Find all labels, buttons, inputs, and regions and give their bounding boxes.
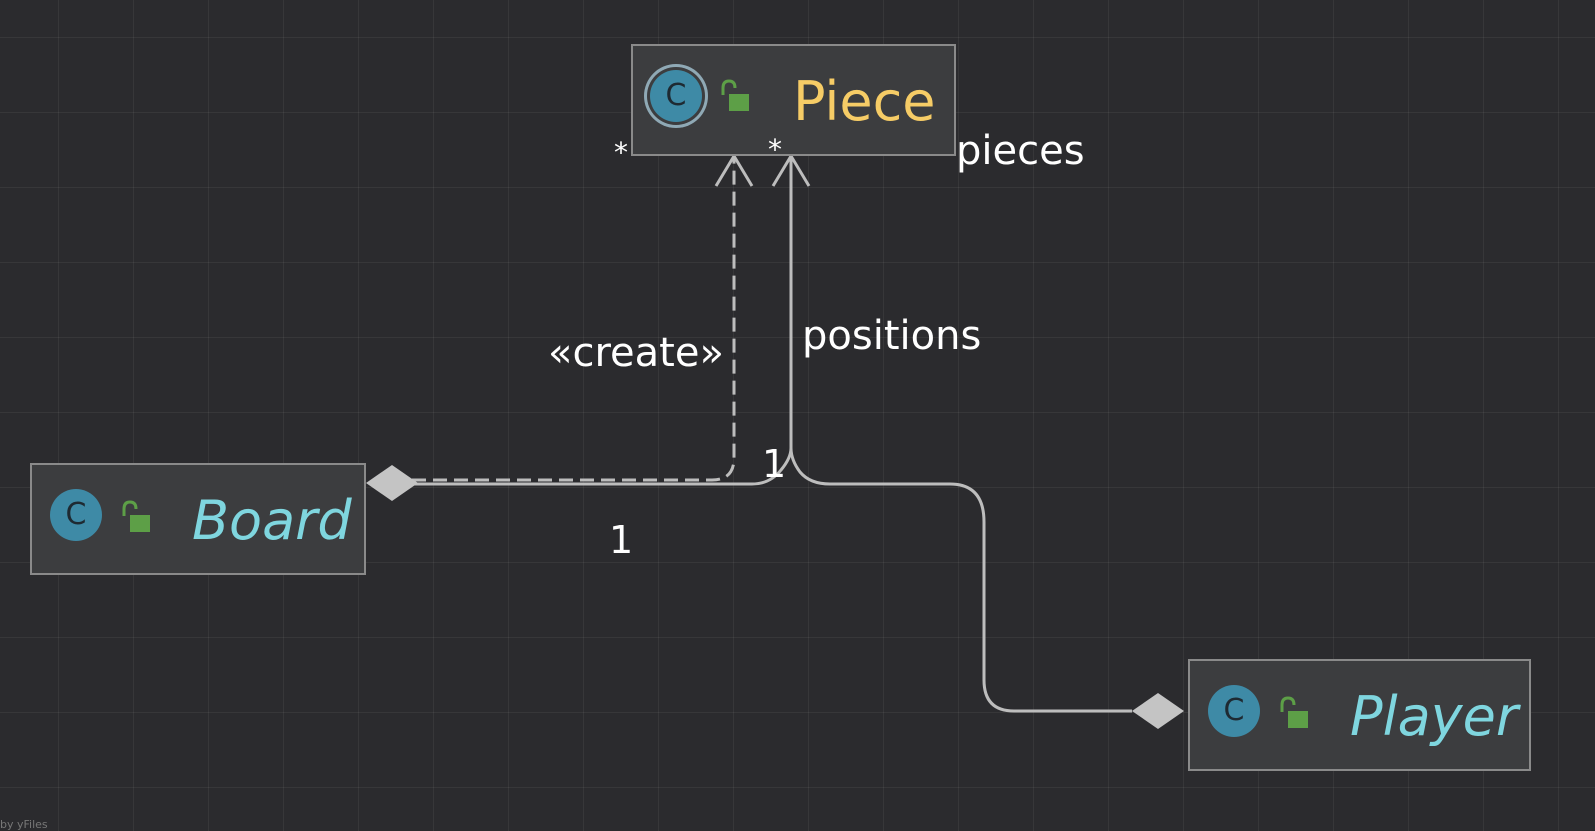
positions-open-arrowhead: [771, 153, 811, 187]
create-dependency-edge[interactable]: [412, 158, 736, 482]
create-open-arrowhead: [714, 153, 754, 187]
create-stereotype-label: «create»: [548, 330, 724, 376]
pieces-source-multiplicity: 1: [609, 518, 634, 562]
pieces-role-label: pieces: [956, 128, 1085, 174]
class-icon: C: [650, 70, 702, 122]
player-class-node[interactable]: C Player: [1188, 659, 1531, 771]
board-class-node[interactable]: C Board: [30, 463, 366, 575]
player-composition-diamond: [1132, 693, 1184, 729]
class-icon: C: [50, 489, 102, 541]
positions-source-multiplicity: 1: [762, 442, 787, 486]
board-composition-diamond: [366, 465, 418, 501]
piece-class-node[interactable]: C Piece: [631, 44, 956, 156]
class-icon: C: [1208, 685, 1260, 737]
positions-target-multiplicity: *: [768, 133, 782, 166]
class-name: Player: [1350, 685, 1519, 748]
unlock-icon: [122, 500, 150, 532]
positions-role-label: positions: [802, 313, 982, 359]
footer-credit: by yFiles: [0, 818, 48, 831]
class-name: Board: [192, 489, 352, 552]
unlock-icon: [721, 79, 749, 111]
pieces-composition-edge[interactable]: [789, 447, 1132, 713]
class-name: Piece: [793, 70, 936, 133]
create-target-multiplicity: *: [614, 136, 628, 169]
unlock-icon: [1280, 696, 1308, 728]
